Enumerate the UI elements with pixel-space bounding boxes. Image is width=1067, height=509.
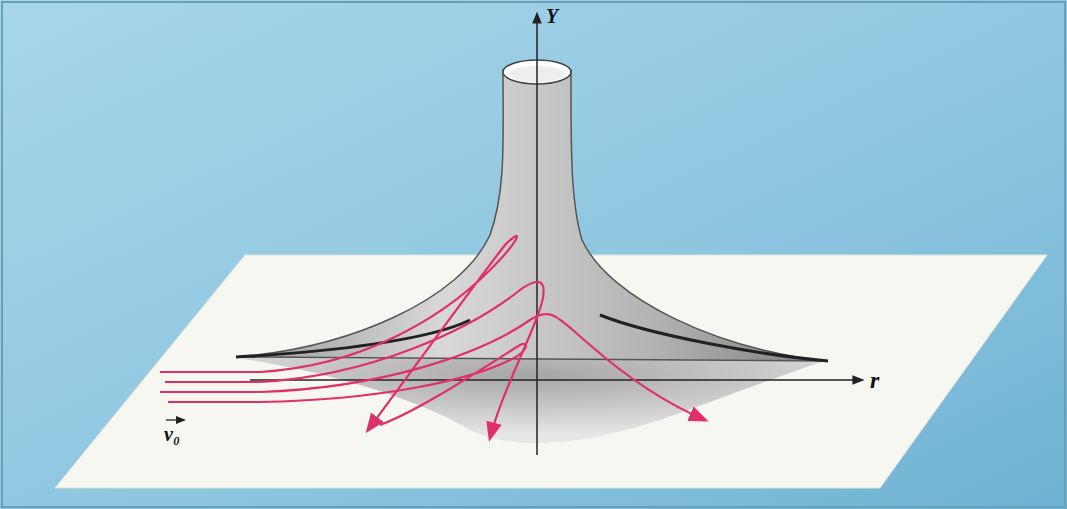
trajectories bbox=[160, 236, 705, 438]
funnel-surface bbox=[236, 70, 828, 361]
axis-label: Y bbox=[546, 6, 558, 26]
velocity-label: v₀ bbox=[164, 424, 180, 444]
axis-label: r bbox=[870, 368, 879, 392]
vector-arrow bbox=[166, 419, 184, 420]
y-axis bbox=[536, 14, 538, 455]
r-axis bbox=[250, 379, 862, 381]
